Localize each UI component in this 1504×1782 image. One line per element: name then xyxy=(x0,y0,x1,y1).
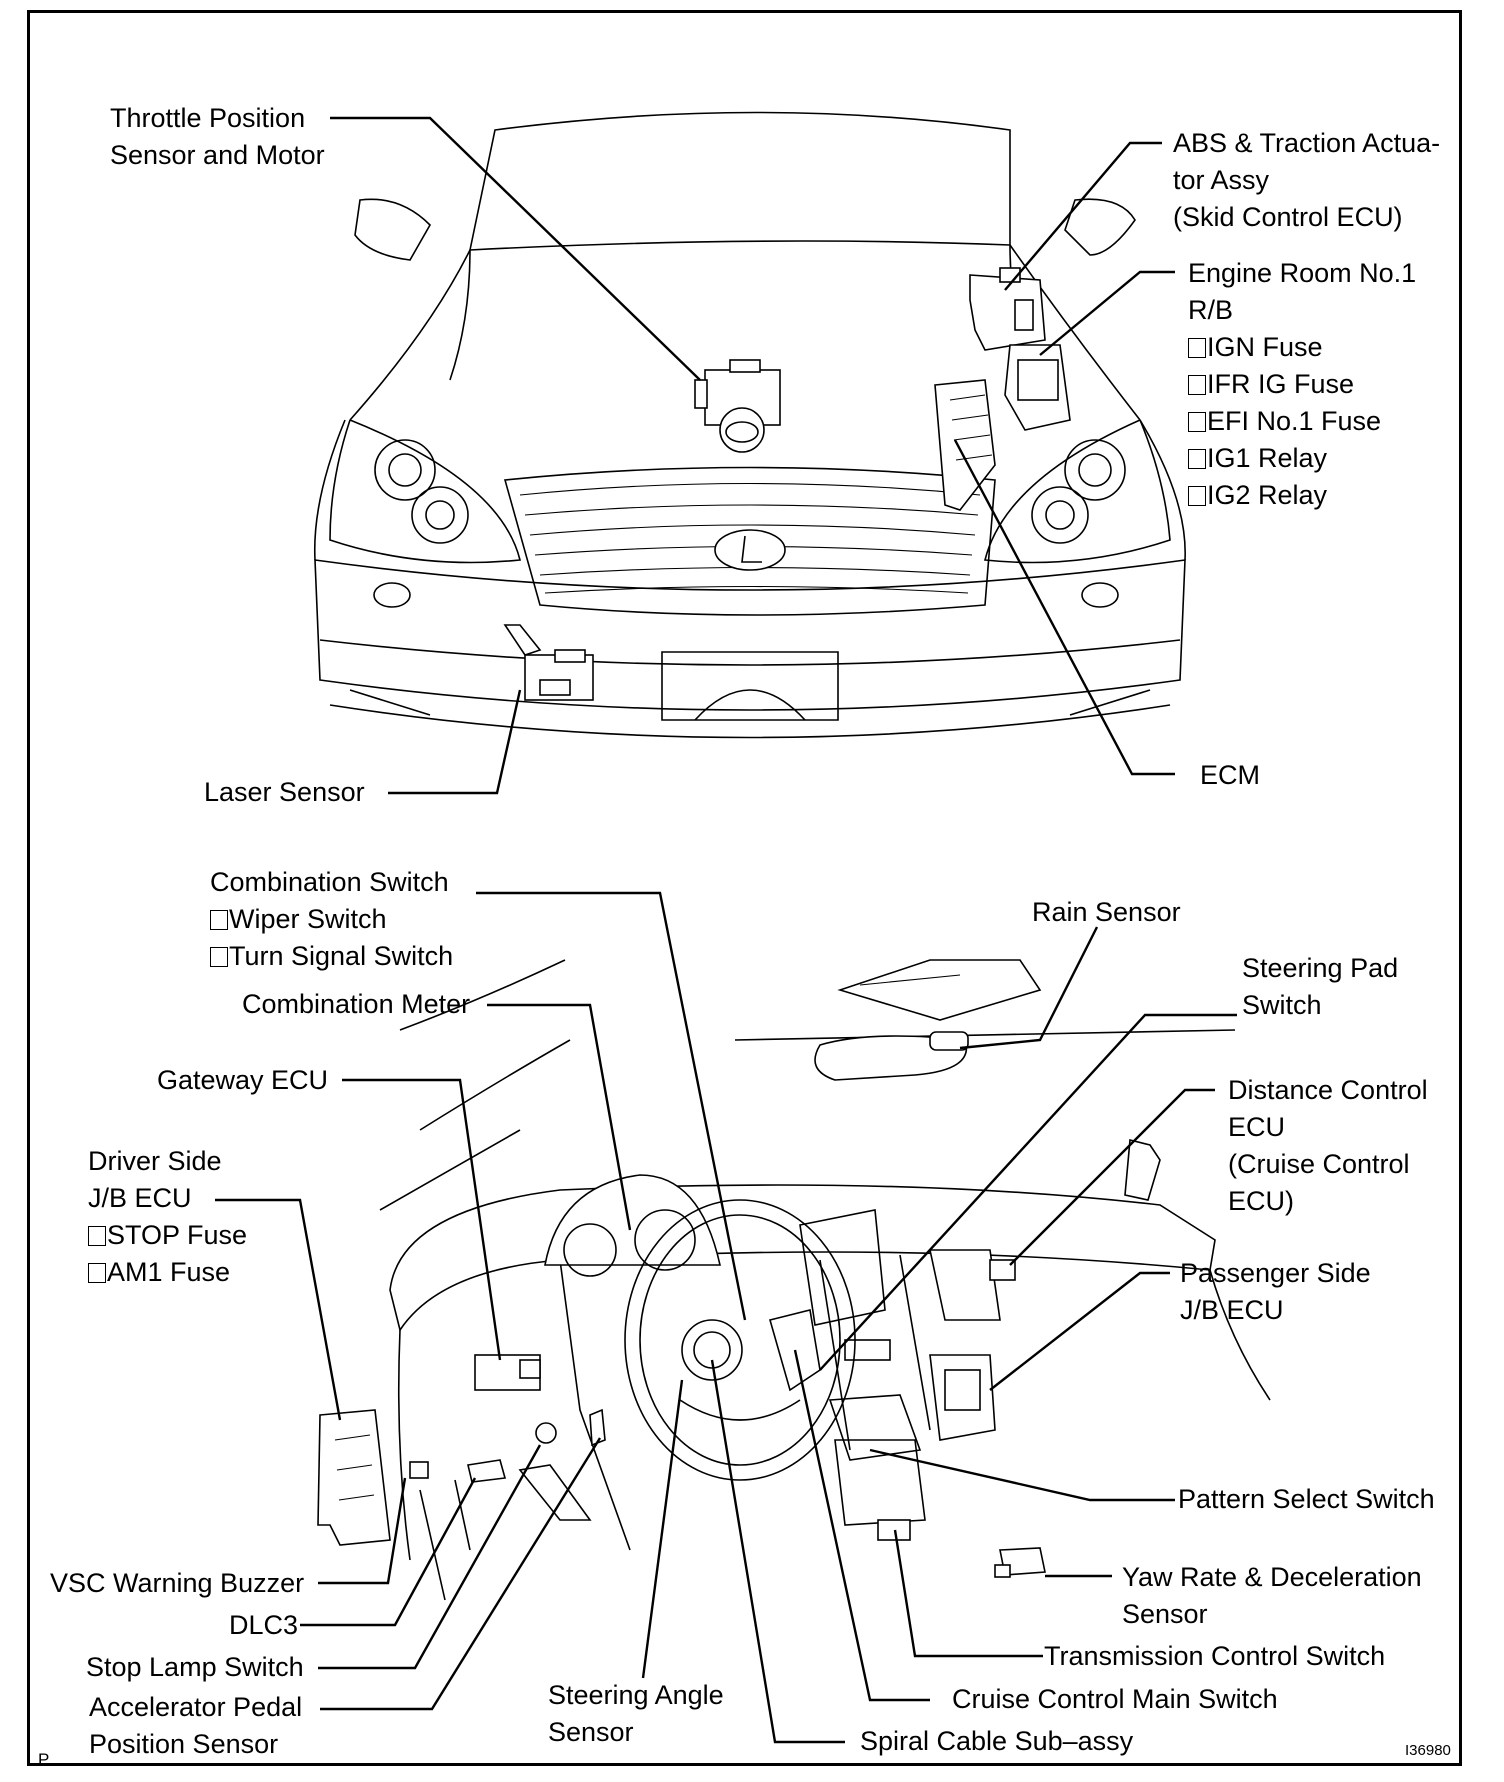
checkbox-glyph xyxy=(1188,375,1206,395)
car-front-illustration xyxy=(313,111,1186,739)
label-pattern-select-switch: Pattern Select Switch xyxy=(1178,1484,1435,1514)
leader-lines xyxy=(215,116,1237,1744)
checkbox-glyph xyxy=(210,910,228,930)
driver-jb-item: AM1 Fuse xyxy=(88,1254,247,1291)
abs-actuator-part xyxy=(969,267,1046,351)
checkbox-glyph xyxy=(88,1226,106,1246)
label-steering-angle-sensor: Steering Angle Sensor xyxy=(548,1680,724,1747)
label-driver-side-jb-ecu: Driver Side J/B ECU STOP Fuse AM1 Fuse xyxy=(88,1143,247,1291)
combination-switch-item: Wiper Switch xyxy=(210,901,453,938)
checkbox-glyph xyxy=(1188,449,1206,469)
engine-room-rb-part xyxy=(1004,344,1071,431)
label-combination-meter: Combination Meter xyxy=(242,989,471,1019)
laser-sensor-part xyxy=(503,624,594,701)
label-distance-control-ecu: Distance Control ECU (Cruise Control ECU… xyxy=(1228,1075,1428,1216)
throttle-body-part xyxy=(694,359,781,453)
engine-room-item: IFR IG Fuse xyxy=(1188,366,1416,403)
ecm-part xyxy=(934,379,996,511)
label-accelerator-pedal-position-sensor: Accelerator Pedal Position Sensor xyxy=(89,1692,303,1759)
engine-room-item: IG2 Relay xyxy=(1188,477,1416,514)
label-cruise-control-main-switch: Cruise Control Main Switch xyxy=(952,1684,1278,1714)
label-spiral-cable-sub-assy: Spiral Cable Sub–assy xyxy=(860,1726,1134,1756)
engine-room-item: IG1 Relay xyxy=(1188,440,1416,477)
page-mark: P xyxy=(38,1750,50,1769)
label-dlc3: DLC3 xyxy=(229,1610,299,1640)
label-engine-room-rb: Engine Room No.1 R/B IGN Fuse IFR IG Fus… xyxy=(1188,255,1416,514)
label-laser-sensor: Laser Sensor xyxy=(204,777,365,807)
driver-jb-item: STOP Fuse xyxy=(88,1217,247,1254)
label-stop-lamp-switch: Stop Lamp Switch xyxy=(86,1652,304,1682)
label-gateway-ecu: Gateway ECU xyxy=(157,1065,329,1095)
checkbox-glyph xyxy=(88,1263,106,1283)
label-steering-pad-switch: Steering Pad Switch xyxy=(1242,953,1399,1020)
label-vsc-warning-buzzer: VSC Warning Buzzer xyxy=(50,1568,305,1598)
checkbox-glyph xyxy=(1188,486,1206,506)
checkbox-glyph xyxy=(1188,412,1206,432)
label-passenger-side-jb-ecu: Passenger Side J/B ECU xyxy=(1180,1258,1371,1325)
checkbox-glyph xyxy=(210,947,228,967)
engine-room-item: EFI No.1 Fuse xyxy=(1188,403,1416,440)
figure-code: I36980 xyxy=(1405,1742,1451,1759)
label-combination-switch: Combination Switch Wiper Switch Turn Sig… xyxy=(210,864,453,975)
checkbox-glyph xyxy=(1188,338,1206,358)
label-rain-sensor: Rain Sensor xyxy=(1032,897,1181,927)
combination-switch-item: Turn Signal Switch xyxy=(210,938,453,975)
label-ecm: ECM xyxy=(1200,760,1260,790)
interior-illustration xyxy=(317,959,1271,1601)
label-yaw-rate-deceleration-sensor: Yaw Rate & Deceleration Sensor xyxy=(1122,1562,1422,1629)
diagram-frame xyxy=(27,10,1462,1766)
label-abs-traction-actuator: ABS & Traction Actua- tor Assy (Skid Con… xyxy=(1173,128,1441,232)
engine-room-item: IGN Fuse xyxy=(1188,329,1416,366)
label-transmission-control-switch: Transmission Control Switch xyxy=(1044,1641,1386,1671)
label-throttle-position-sensor: Throttle Position Sensor and Motor xyxy=(110,103,325,170)
